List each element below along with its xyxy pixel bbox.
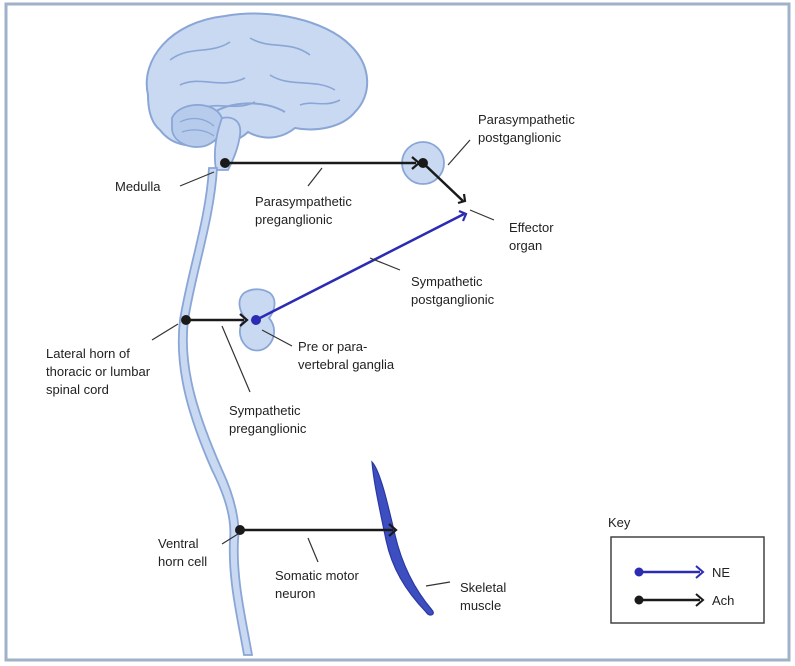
label-line: Parasympathetic — [255, 194, 352, 209]
label-line: vertebral ganglia — [298, 357, 395, 372]
label-line: Parasympathetic — [478, 112, 575, 127]
label-line: Ventral — [158, 536, 199, 551]
label-line: horn cell — [158, 554, 207, 569]
label-line: thoracic or lumbar — [46, 364, 151, 379]
label-line: Skeletal — [460, 580, 506, 595]
lateral-horn-cell-body — [181, 315, 191, 325]
key-box — [611, 537, 764, 623]
label-line: Sympathetic — [411, 274, 483, 289]
label-line: muscle — [460, 598, 501, 613]
label-line: Medulla — [115, 179, 161, 194]
label-line: preganglionic — [229, 421, 307, 436]
label-line: Effector — [509, 220, 554, 235]
label-medulla: Medulla — [115, 179, 161, 194]
key-ne-label: NE — [712, 565, 730, 580]
ventral-horn-cell-body — [235, 525, 245, 535]
label-line: Lateral horn of — [46, 346, 130, 361]
label-line: postganglionic — [411, 292, 495, 307]
label-line: Pre or para- — [298, 339, 367, 354]
label-line: Sympathetic — [229, 403, 301, 418]
label-line: organ — [509, 238, 542, 253]
key-title: Key — [608, 515, 631, 530]
label-line: postganglionic — [478, 130, 562, 145]
label-line: neuron — [275, 586, 315, 601]
label-line: spinal cord — [46, 382, 109, 397]
key-ach-label: Ach — [712, 593, 734, 608]
label-line: preganglionic — [255, 212, 333, 227]
medulla-cell-body — [220, 158, 230, 168]
label-line: Somatic motor — [275, 568, 359, 583]
